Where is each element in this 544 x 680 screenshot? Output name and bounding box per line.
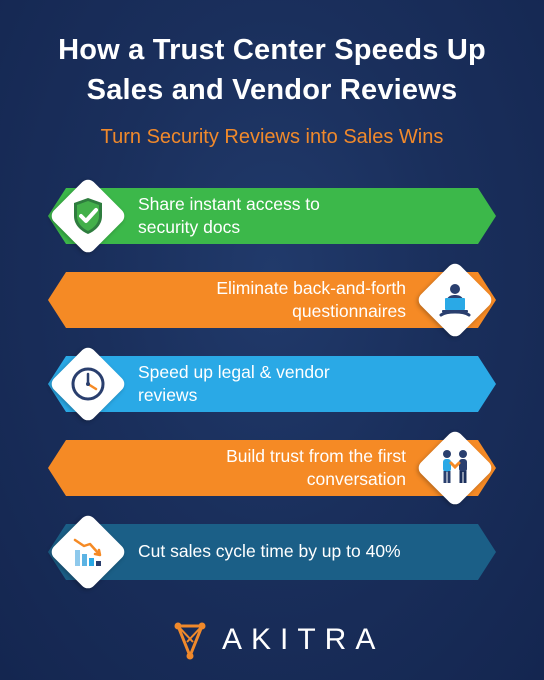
handshake-people-icon	[443, 450, 467, 483]
title-line-2: Sales and Vendor Reviews	[86, 74, 458, 106]
title-line-1: How a Trust Center Speeds Up	[58, 34, 486, 66]
banner-share-access: Share instant access to security docs	[48, 188, 496, 244]
banner-text: Share instant access to security docs	[138, 193, 320, 239]
banner-build-trust: Build trust from the first conversation	[48, 440, 496, 496]
banner-text-line-1: Speed up legal & vendor	[138, 362, 330, 382]
page-title: How a Trust Center Speeds Up Sales and V…	[0, 30, 544, 110]
banner-text-line-1: Share instant access to	[138, 194, 320, 214]
subtitle: Turn Security Reviews into Sales Wins	[100, 126, 444, 148]
akitra-logo-icon	[174, 622, 206, 660]
banner-text: Speed up legal & vendor reviews	[138, 361, 330, 407]
banner-text-line-2: reviews	[138, 385, 198, 405]
banner-text-line-2: security docs	[138, 217, 241, 237]
banner-text-line-1: Cut sales cycle time by up to 40%	[138, 541, 401, 561]
banner-shape	[48, 188, 496, 244]
laptop-person-icon	[439, 284, 471, 317]
banner-shape	[48, 440, 496, 496]
banner-text-line-2: conversation	[306, 469, 406, 489]
banner-speed-up-reviews: Speed up legal & vendor reviews	[48, 356, 496, 412]
banner-shape	[48, 356, 496, 412]
banner-text-line-1: Build trust from the first	[226, 446, 406, 466]
banner-text: Eliminate back-and-forth questionnaires	[216, 277, 406, 323]
banner-text-line-1: Eliminate back-and-forth	[216, 278, 406, 298]
banner-text: Cut sales cycle time by up to 40%	[138, 540, 401, 563]
banner-eliminate-questionnaires: Eliminate back-and-forth questionnaires	[48, 272, 496, 328]
banner-text-line-2: questionnaires	[292, 301, 406, 321]
declining-chart-icon	[73, 538, 102, 566]
banner-shape	[48, 272, 496, 328]
brand-name: AKITRA	[222, 623, 385, 656]
banner-cut-cycle-time: Cut sales cycle time by up to 40%	[48, 524, 496, 580]
banner-text: Build trust from the first conversation	[226, 445, 406, 491]
shield-check-icon	[74, 198, 102, 234]
clock-icon	[71, 367, 105, 401]
banner-shape	[48, 524, 496, 580]
